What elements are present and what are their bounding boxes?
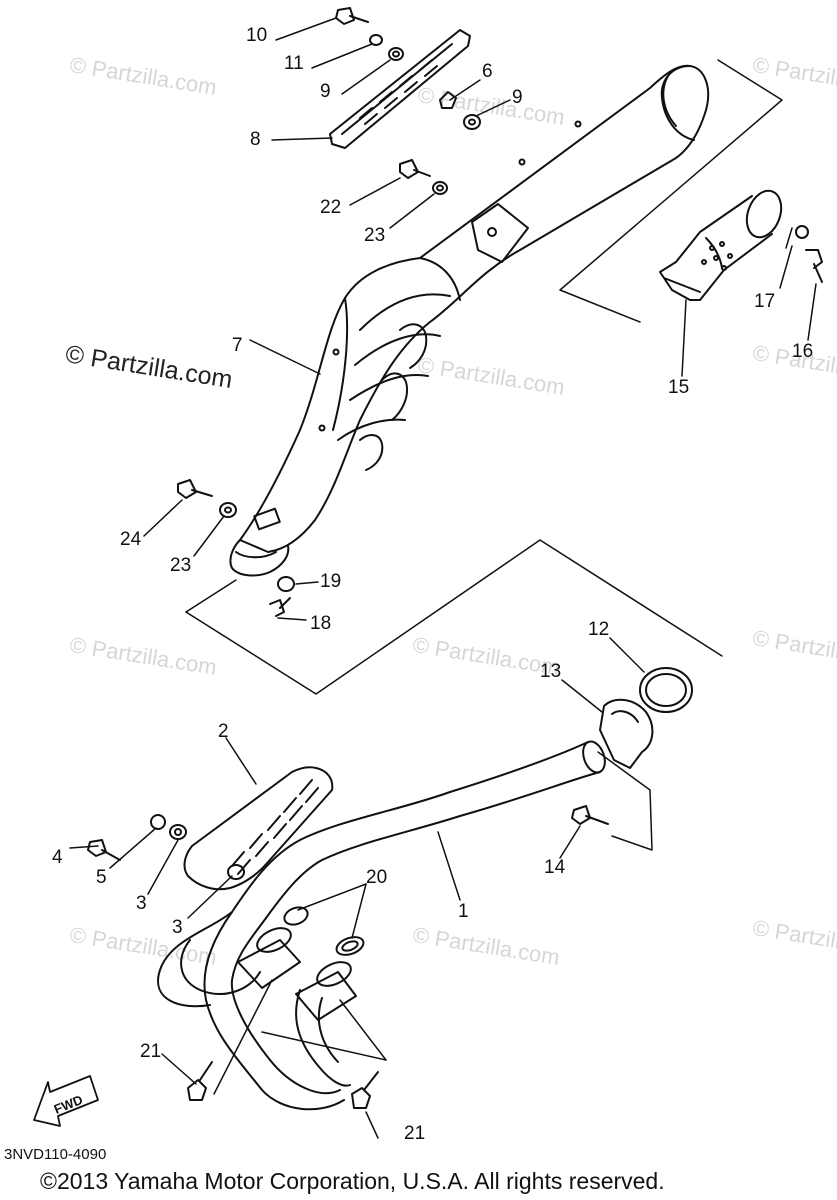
copyright-notice: ©2013 Yamaha Motor Corporation, U.S.A. A…	[40, 1168, 665, 1194]
fwd-arrow-icon: FWD	[33, 1075, 99, 1127]
muffler	[229, 64, 710, 577]
assembly-box-upper	[559, 59, 793, 323]
callout-23: 23	[364, 225, 386, 246]
callout-10: 10	[246, 25, 268, 46]
callout-18: 18	[310, 613, 332, 634]
leader-lines	[69, 17, 817, 1139]
callout-16: 16	[792, 341, 814, 362]
exhaust-pipe	[157, 740, 606, 1111]
joint-13	[599, 698, 654, 769]
callout-17: 17	[754, 291, 776, 312]
fwd-label: FWD	[52, 1092, 85, 1117]
callout-9: 9	[320, 81, 331, 102]
callout-12: 12	[588, 619, 610, 640]
callout-11: 11	[284, 53, 304, 74]
callout-21: 21	[404, 1123, 426, 1144]
callout-15: 15	[668, 377, 690, 398]
assembly-box-lower	[261, 751, 653, 1061]
callout-21: 21	[140, 1041, 162, 1062]
spark-arrester	[659, 189, 783, 301]
assembly-box-middle	[185, 539, 723, 695]
bolts-washers	[87, 7, 823, 1109]
gasket-12	[639, 667, 693, 713]
lower-heat-guard	[183, 766, 334, 891]
callout-6: 6	[482, 61, 493, 82]
callout-7: 7	[232, 335, 243, 356]
upper-heat-guard	[329, 29, 471, 149]
diagram-code: 3NVD110-4090	[4, 1146, 107, 1163]
callout-9: 9	[512, 87, 523, 108]
callout-19: 19	[320, 571, 342, 592]
callout-24: 24	[120, 529, 142, 550]
callout-23: 23	[170, 555, 192, 576]
callout-3: 3	[136, 893, 147, 914]
callout-8: 8	[250, 129, 261, 150]
callout-20: 20	[366, 867, 388, 888]
callout-5: 5	[96, 867, 107, 888]
callout-2: 2	[218, 721, 229, 742]
callout-13: 13	[540, 661, 562, 682]
callout-3: 3	[172, 917, 183, 938]
callout-4: 4	[52, 847, 63, 868]
callout-1: 1	[458, 901, 469, 922]
callout-14: 14	[544, 857, 566, 878]
callout-22: 22	[320, 197, 342, 218]
